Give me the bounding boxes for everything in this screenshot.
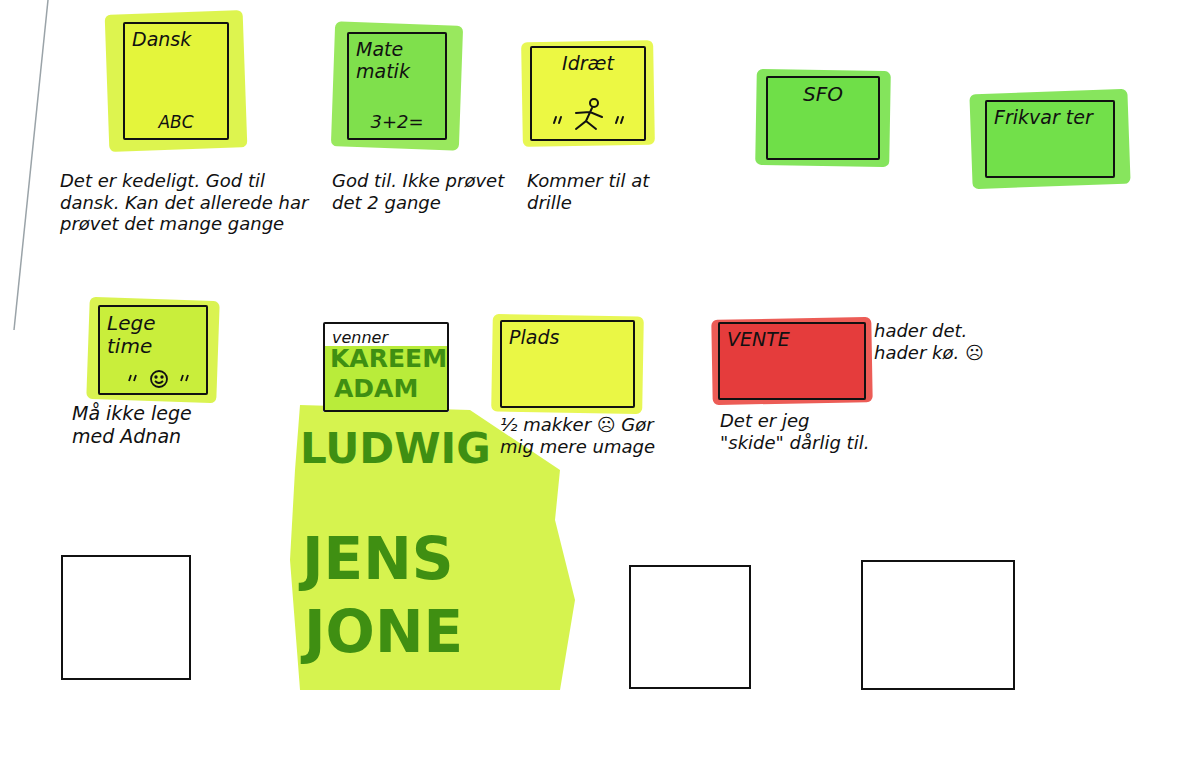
box-title: VENTE (727, 329, 857, 351)
friend-name: LUDWIG (300, 424, 500, 474)
box-title: Frikvar ter (994, 107, 1106, 129)
box-fill (985, 100, 1115, 178)
running-figure (554, 99, 623, 129)
smiley-icon (129, 371, 188, 387)
box-fill (530, 46, 646, 141)
activity-box: SFO (766, 76, 880, 160)
highlighter-blob (491, 314, 644, 414)
empty-box (630, 566, 750, 688)
box-title: Mate matik (356, 39, 438, 83)
friend-name: ADAM (334, 374, 444, 404)
friend-name: KAREEM (330, 344, 460, 374)
activity-box: Idræt (530, 46, 646, 141)
box-body: ABC (132, 113, 220, 133)
note-text: Det er kedeligt. God til dansk. Kan det … (60, 170, 328, 235)
box-title: Plads (509, 327, 626, 349)
activity-box: Mate matik 3+2= (347, 32, 447, 140)
friend-name: JONE (304, 598, 544, 668)
activity-box: Plads (500, 320, 635, 408)
activity-box: Lege time (98, 305, 208, 395)
activity-box: VENTE (718, 322, 866, 400)
box-fill (500, 320, 635, 408)
highlighter-blob (86, 297, 219, 403)
empty-box (862, 561, 1014, 689)
highlighter-blob (521, 40, 655, 147)
highlighter-blob (105, 10, 248, 152)
highlighter-blob (755, 69, 891, 167)
activity-box: Frikvar ter (985, 100, 1115, 178)
note-text: ½ makker ☹ Gør mig mere umage (500, 414, 680, 457)
box-title: Dansk (132, 29, 220, 51)
box-title: SFO (775, 83, 871, 106)
note-text: Må ikke lege med Adnan (72, 402, 222, 448)
empty-box (62, 556, 190, 679)
box-fill (98, 305, 208, 395)
activity-box: DanskABC (123, 22, 229, 140)
note-text: God til. Ikke prøvet det 2 gange (332, 170, 510, 213)
note-text: Kommer til at drille (527, 170, 657, 213)
box-title: Lege time (107, 312, 199, 358)
highlighter-blob (331, 21, 463, 150)
box-fill (766, 76, 880, 160)
friend-name: JENS (302, 525, 542, 595)
box-fill (347, 32, 447, 140)
box-fill (718, 322, 866, 400)
box-title: Idræt (539, 53, 637, 75)
sheet-edge (14, 0, 48, 330)
box-body: 3+2= (356, 112, 438, 133)
highlighter-marks (86, 10, 1130, 690)
box-fill (123, 22, 229, 140)
highlighter-blob (969, 89, 1130, 189)
note-text: hader det. hader kø. ☹ (874, 320, 1024, 363)
note-text: Det er jeg "skide" dårlig til. (720, 410, 870, 453)
highlighter-blob (711, 317, 872, 405)
